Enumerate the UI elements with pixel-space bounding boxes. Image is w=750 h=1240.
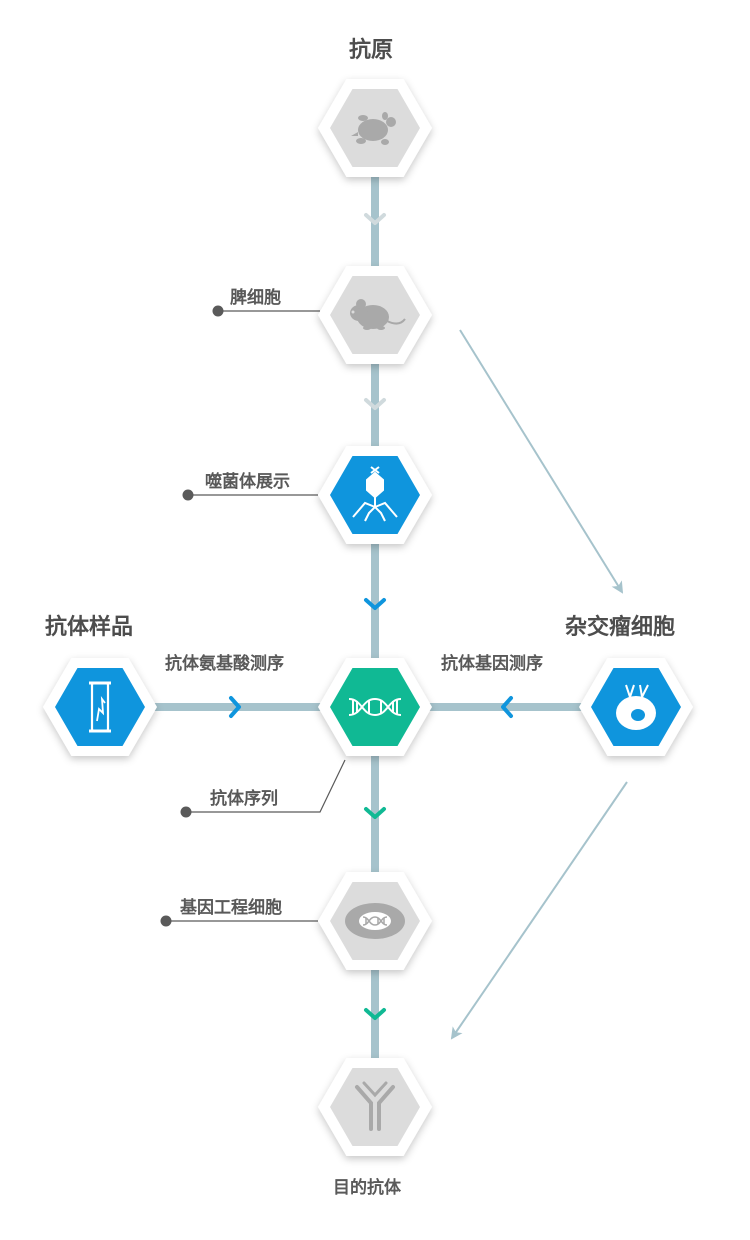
node-phage	[318, 446, 432, 544]
leader-dots	[160, 305, 224, 927]
node-sample	[43, 658, 157, 756]
right-horizontal-line	[375, 703, 625, 711]
node-sequence	[318, 658, 432, 756]
spleen-to-hybridoma-arrow	[459, 329, 624, 594]
hexagon-fill	[330, 668, 420, 746]
engineered-cell-label: 基因工程细胞	[180, 898, 282, 918]
hybridoma-title: 杂交瘤细胞	[565, 615, 676, 640]
left-horizontal-line	[140, 703, 380, 711]
antigen-title: 抗原	[349, 38, 394, 63]
hybridoma-to-target-arrow	[450, 781, 628, 1040]
dna-icon	[348, 697, 402, 717]
hybridoma-cell-icon	[616, 684, 656, 730]
gene-sequencing-label: 抗体基因测序	[441, 654, 543, 674]
antibody-sample-title: 抗体样品	[45, 615, 134, 640]
mouse-icon	[350, 299, 406, 330]
node-antigen	[318, 79, 432, 177]
phage-icon	[352, 466, 398, 522]
chevron-right-icon	[229, 696, 241, 718]
turtle-icon	[351, 112, 396, 145]
antibody-sequence-label: 抗体序列	[210, 789, 278, 809]
hexagon-fill	[55, 668, 145, 746]
test-tube-icon	[89, 681, 111, 733]
chevron-left-icon	[501, 696, 513, 718]
node-hybridoma	[579, 658, 693, 756]
main-vertical-line	[371, 150, 379, 1120]
chevron-down-icon	[364, 213, 386, 225]
leader-dot	[182, 489, 194, 501]
target-antibody-title: 目的抗体	[333, 1178, 401, 1198]
chevron-down-icon	[364, 807, 386, 819]
chevrons	[229, 213, 513, 1020]
cell-dna-icon	[345, 903, 405, 939]
hexagon-fill	[330, 1068, 420, 1146]
leader-dot	[180, 806, 192, 818]
amino-acid-sequencing-label: 抗体氨基酸测序	[165, 654, 284, 674]
leader-dot	[160, 915, 172, 927]
phage-display-label: 噬菌体展示	[205, 472, 290, 492]
leaders	[166, 310, 346, 922]
leader-dot	[212, 305, 224, 317]
chevron-down-icon	[364, 598, 386, 610]
connectors	[140, 150, 628, 1120]
chevron-down-icon	[364, 1008, 386, 1020]
node-engineered	[318, 872, 432, 970]
node-target	[318, 1058, 432, 1156]
spleen-cell-label: 脾细胞	[230, 288, 281, 308]
sequence-leader-line	[186, 759, 346, 813]
antibody-icon	[355, 1081, 395, 1131]
node-spleen	[318, 266, 432, 364]
chevron-down-icon	[364, 398, 386, 410]
